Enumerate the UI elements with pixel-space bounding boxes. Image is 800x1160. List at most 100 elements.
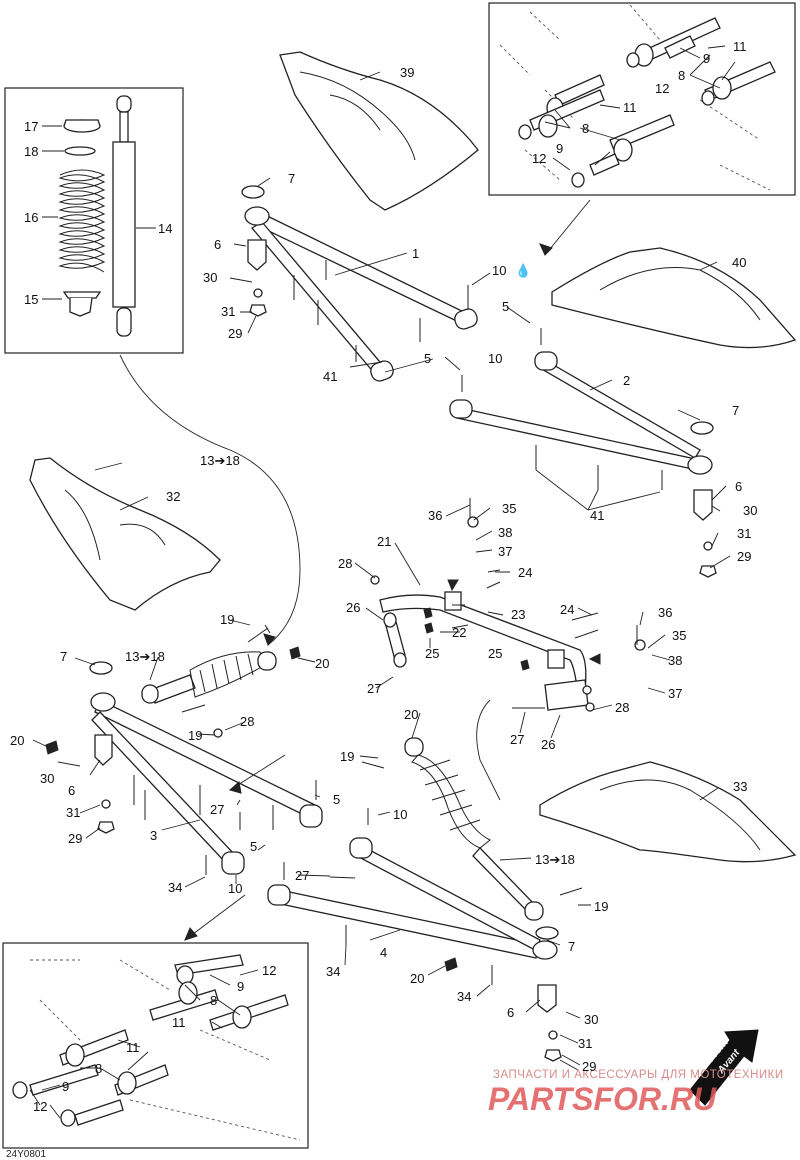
callout-12c: 12 [262,963,276,978]
callout-11d: 11 [126,1040,140,1055]
callout-28a: 28 [338,556,352,571]
callout-27a: 27 [367,681,381,696]
callout-37a: 37 [498,544,512,559]
callout-25a: 25 [425,646,439,661]
front-direction-arrow: Front Avant [689,1029,759,1106]
grease-drop-icon: 💧 [515,263,531,278]
callout-12b: 12 [532,151,546,166]
callout-27b: 27 [510,732,524,747]
leader-lines [29,45,736,1119]
callout-27c: 27 [210,802,224,817]
callout-11b: 11 [623,100,637,115]
callout-15: 15 [24,292,38,307]
callout-8b: 8 [582,121,589,136]
callout-6c: 6 [68,783,75,798]
callout-12a: 12 [655,81,669,96]
callout-11c: 11 [172,1015,186,1030]
callout-11a: 11 [733,39,747,54]
callout-19c: 19 [340,749,354,764]
a-arm-2 [449,351,713,521]
bushing-set-rear [12,954,301,1141]
callout-40: 40 [732,255,746,270]
callout-20b: 20 [10,733,24,748]
a-arm-guard-39 [279,51,479,211]
callout-25b: 25 [488,646,502,661]
callout-27d: 27 [295,868,309,883]
callout-35a: 35 [502,501,516,516]
stabilizer-bar-21 [379,591,589,711]
watermark-tagline: ЗАПЧАСТИ И АКСЕССУАРЫ ДЛЯ МОТОТЕХНИКИ [493,1069,784,1081]
callout-1: 1 [412,246,419,261]
callout-13to18c: 13➔18 [535,852,575,867]
callout-9b: 9 [556,141,563,156]
shock-inset-box [4,87,184,354]
callout-34c: 34 [457,989,471,1004]
callout-28c: 28 [240,714,254,729]
callout-33: 33 [733,779,747,794]
callout-20d: 20 [410,971,424,986]
bushing-inset-bottom [2,942,309,1149]
callout-39: 39 [400,65,414,80]
shock-assembly-left [141,651,277,704]
arrowheads [184,243,601,941]
callout-14: 14 [158,221,172,236]
callout-8d: 8 [95,1061,102,1076]
callout-5a: 5 [502,299,509,314]
callout-10a: 10 [492,263,506,278]
callout-37b: 37 [668,686,682,701]
callout-26b: 26 [541,737,555,752]
watermark-logo: PARTSFOR.RU [488,1081,717,1117]
callout-7d: 7 [568,939,575,954]
callout-34a: 34 [168,880,182,895]
callout-6a: 6 [214,237,221,252]
bolts [133,260,663,985]
a-arm-4 [267,837,558,1013]
callout-30d: 30 [584,1012,598,1027]
callout-41a: 41 [323,369,337,384]
callout-5b: 5 [424,351,431,366]
callout-9a: 9 [703,51,710,66]
connector-curves [119,199,591,941]
shock-spring-group [58,95,136,337]
callout-3: 3 [150,828,157,843]
a-arm-guard-33 [539,761,797,863]
callout-13to18a: 13➔18 [200,453,240,468]
callout-29b: 29 [737,549,751,564]
callout-20a: 20 [315,656,329,671]
callout-7b: 7 [732,403,739,418]
callout-38a: 38 [498,525,512,540]
callout-24a: 24 [518,565,532,580]
callout-31b: 31 [737,526,751,541]
a-arm-1 [244,206,478,382]
shock-assembly-right [404,737,544,921]
callout-9c: 9 [237,979,244,994]
callout-29a: 29 [228,326,242,341]
callout-31d: 31 [578,1036,592,1051]
callout-41b: 41 [590,508,604,523]
callout-13to18b: 13➔18 [125,649,165,664]
callout-17: 17 [24,119,38,134]
callout-31c: 31 [66,805,80,820]
callout-7a: 7 [288,171,295,186]
callout-35b: 35 [672,628,686,643]
callout-29d: 29 [582,1059,596,1074]
callout-6d: 6 [507,1005,514,1020]
a-arm-3 [90,692,323,875]
callout-8c: 8 [210,993,217,1008]
callout-19d: 19 [594,899,608,914]
callout-28b: 28 [615,700,629,715]
callout-8a: 8 [678,68,685,83]
callout-6b: 6 [735,479,742,494]
callout-29c: 29 [68,831,82,846]
callout-10d: 10 [393,807,407,822]
callout-26a: 26 [346,600,360,615]
callout-36b: 36 [658,605,672,620]
callout-19a: 19 [220,612,234,627]
callout-labels: 17 18 16 15 14 11 9 8 12 11 8 9 12 39 40… [10,39,757,1114]
callout-31a: 31 [221,304,235,319]
callout-38b: 38 [668,653,682,668]
callout-20c: 20 [404,707,418,722]
callout-34b: 34 [326,964,340,979]
hardware-small [45,185,717,1062]
